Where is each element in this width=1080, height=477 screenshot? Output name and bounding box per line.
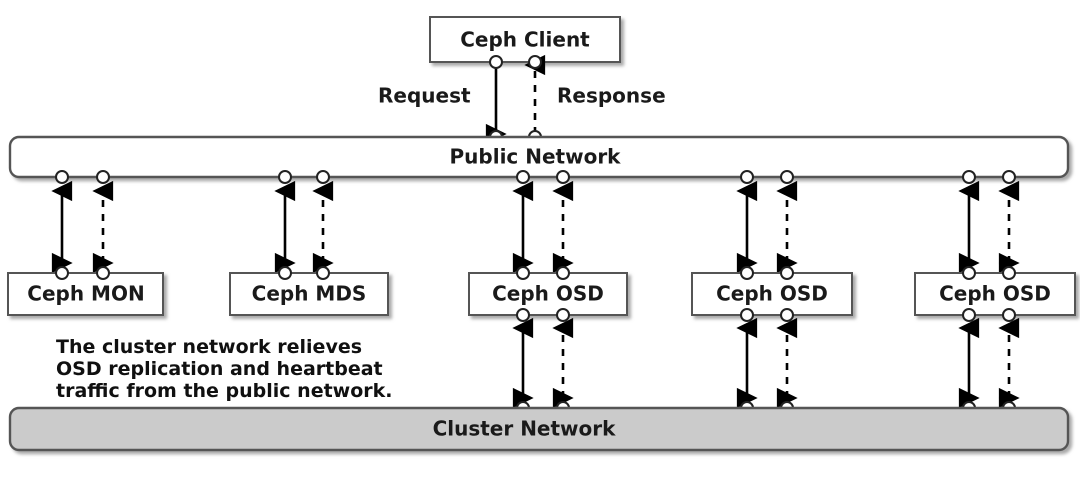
ceph-osd-3-cluster-links: [958, 317, 1020, 415]
ceph-osd-1-label: Ceph OSD: [492, 282, 604, 306]
client-response-link: [524, 54, 546, 144]
ceph-mon-port-solid: [55, 266, 69, 280]
public-port-osd2-solid: [740, 170, 754, 184]
ceph-osd-3-node[interactable]: Ceph OSD: [914, 266, 1076, 322]
ceph-osd-1-cluster-links: [512, 317, 574, 415]
note-line-1: The cluster network relieves: [56, 336, 362, 358]
client-request-link: [485, 55, 507, 145]
ceph-osd-3-port-top-solid: [962, 266, 976, 280]
cluster-network-label: Cluster Network: [433, 417, 617, 441]
ceph-osd-1-port-top-solid: [516, 266, 530, 280]
ceph-osd-2-public-links: [736, 170, 798, 274]
ceph-osd-1-public-links: [512, 170, 574, 274]
ceph-osd-3-port-top-dashed: [1002, 266, 1016, 280]
ceph-osd-1-port-bottom-solid: [516, 308, 530, 322]
ceph-osd-3-port-bottom-solid: [962, 308, 976, 322]
ceph-mon-node[interactable]: Ceph MON: [7, 266, 164, 316]
cluster-network-bar[interactable]: Cluster Network: [8, 406, 1070, 452]
ceph-osd-1-port-top-dashed: [556, 266, 570, 280]
public-network-bar[interactable]: Public Network: [8, 135, 1070, 179]
ceph-mon-port-dashed: [96, 266, 110, 280]
ceph-osd-1-box: [468, 272, 628, 316]
ceph-osd-3-label: Ceph OSD: [939, 282, 1051, 306]
public-port-mon-solid: [55, 170, 69, 184]
public-network-label: Public Network: [450, 145, 622, 169]
public-port-osd3-solid: [962, 170, 976, 184]
ceph-osd-2-cluster-links: [736, 317, 798, 415]
public-port-osd1-solid: [516, 170, 530, 184]
public-port-osd3-dashed: [1002, 170, 1016, 184]
ceph-mds-links: [274, 170, 334, 274]
ceph-mds-port-solid: [278, 266, 292, 280]
ceph-osd-1-port-bottom-dashed: [556, 308, 570, 322]
ceph-osd-3-public-links: [958, 170, 1020, 274]
ceph-osd-2-port-top-dashed: [780, 266, 794, 280]
ceph-client-box: [429, 16, 621, 63]
ceph-mds-label: Ceph MDS: [252, 282, 367, 306]
ceph-mon-label: Ceph MON: [27, 282, 144, 306]
ceph-mds-node[interactable]: Ceph MDS: [229, 266, 389, 316]
public-port-osd1-dashed: [556, 170, 570, 184]
request-label: Request: [378, 84, 471, 108]
ceph-osd-1-node[interactable]: Ceph OSD: [468, 266, 628, 322]
cluster-network-rect: [8, 406, 1070, 452]
client-response-port: [528, 55, 542, 69]
ceph-client-node[interactable]: Ceph Client: [429, 16, 621, 63]
ceph-mon-box: [7, 272, 164, 316]
note-line-2: OSD replication and heartbeat: [56, 358, 383, 380]
ceph-client-label: Ceph Client: [460, 28, 590, 52]
ceph-osd-3-port-bottom-dashed: [1002, 308, 1016, 322]
ceph-osd-3-box: [914, 272, 1076, 316]
public-port-osd2-dashed: [780, 170, 794, 184]
cluster-network-note: The cluster network relieves OSD replica…: [56, 336, 393, 402]
ceph-osd-2-node[interactable]: Ceph OSD: [691, 266, 853, 322]
public-network-rect: [8, 135, 1070, 179]
public-port-mds-solid: [278, 170, 292, 184]
ceph-osd-2-box: [691, 272, 853, 316]
ceph-osd-2-port-top-solid: [740, 266, 754, 280]
ceph-osd-2-port-bottom-solid: [740, 308, 754, 322]
note-line-3: traffic from the public network.: [56, 380, 393, 402]
ceph-osd-2-port-bottom-dashed: [780, 308, 794, 322]
ceph-osd-2-label: Ceph OSD: [716, 282, 828, 306]
public-port-mon-dashed: [96, 170, 110, 184]
ceph-mds-port-dashed: [316, 266, 330, 280]
response-label: Response: [557, 84, 666, 108]
public-port-mds-dashed: [316, 170, 330, 184]
ceph-mds-box: [229, 272, 389, 316]
client-request-port: [489, 55, 503, 69]
ceph-mon-links: [51, 170, 114, 274]
